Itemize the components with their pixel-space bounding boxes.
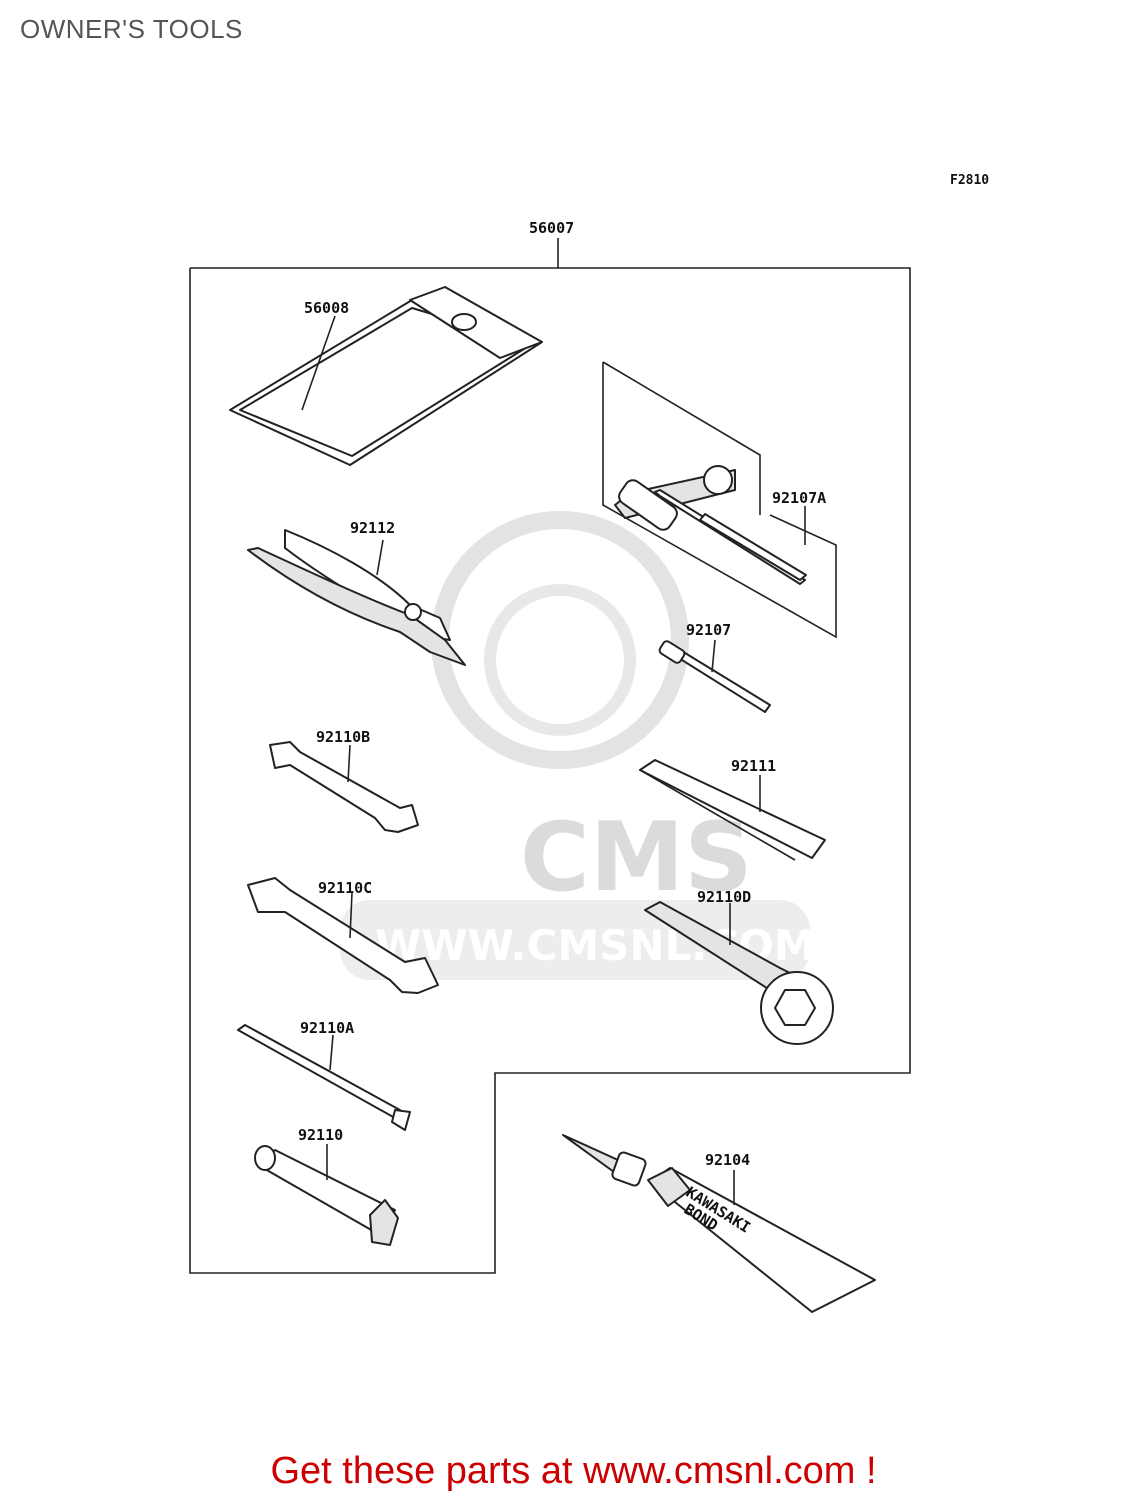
bond-tube: KAWASAKI BOND 92104 xyxy=(562,1134,876,1313)
label-92107A: 92107A xyxy=(772,489,826,507)
label-92110: 92110 xyxy=(298,1126,343,1144)
label-92107: 92107 xyxy=(686,621,731,639)
wrench-92110d: 92110D xyxy=(644,888,834,1045)
footer-cta[interactable]: Get these parts at www.cmsnl.com ! xyxy=(270,1450,877,1492)
label-92111: 92111 xyxy=(731,757,776,775)
cms-watermark: CMS WWW.CMSNL.COM xyxy=(340,511,816,980)
label-92104: 92104 xyxy=(705,1151,750,1169)
flat-bar: 92111 xyxy=(639,757,826,861)
wrench-92110b: 92110B xyxy=(269,728,419,833)
socket-wrench: 92110 xyxy=(254,1126,399,1246)
pliers: 92112 xyxy=(247,519,466,666)
screwdriver: 92107 xyxy=(658,621,771,713)
label-92110C: 92110C xyxy=(318,879,372,897)
label-92110A: 92110A xyxy=(300,1019,354,1037)
label-92110D: 92110D xyxy=(697,888,751,906)
tool-kit-outline: 56007 xyxy=(189,219,911,1274)
watermark-mascot-face xyxy=(484,584,636,736)
tool-case: 56008 xyxy=(229,286,543,466)
wrench-92110c: 92110C xyxy=(247,877,439,994)
label-92110B: 92110B xyxy=(316,728,370,746)
screwdriver-set: 92107A xyxy=(602,361,837,639)
handle-bar: 92110A xyxy=(237,1019,411,1131)
watermark-brand: CMS xyxy=(520,803,753,913)
label-56008: 56008 xyxy=(304,299,349,317)
page-title: OWNER'S TOOLS xyxy=(20,14,243,44)
figure-code: F2810 xyxy=(950,173,989,188)
label-92112: 92112 xyxy=(350,519,395,537)
label-56007: 56007 xyxy=(529,219,574,237)
